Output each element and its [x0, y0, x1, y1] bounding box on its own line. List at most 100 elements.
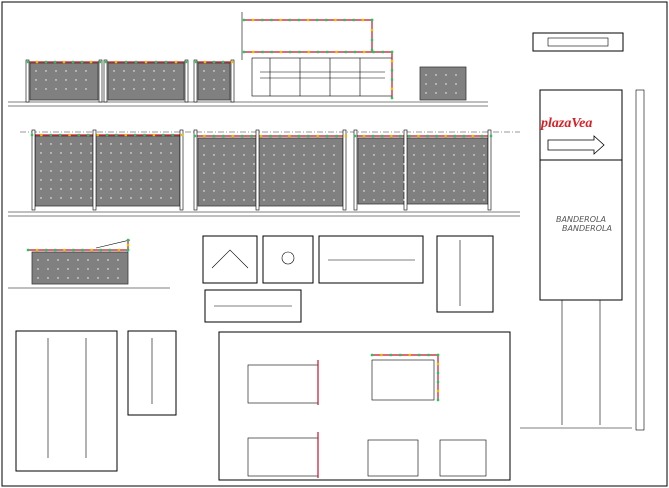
panel-dot — [40, 170, 42, 172]
panel-dot — [37, 259, 39, 261]
panel-dot — [90, 161, 92, 163]
truss-node — [390, 96, 394, 100]
panel-dot — [423, 163, 425, 165]
truss-node — [489, 134, 493, 138]
truss-node — [343, 18, 346, 22]
panel-dot — [263, 199, 265, 201]
panel-dot — [403, 181, 405, 183]
truss-node — [77, 133, 81, 137]
panel-dot — [303, 163, 305, 165]
detail-boxes — [202, 235, 494, 323]
panel-dot — [393, 190, 395, 192]
panel-dot — [47, 277, 49, 279]
panel-dot — [75, 88, 77, 90]
panel-dot — [363, 199, 365, 201]
notes-panel-2 — [127, 330, 177, 416]
panel-dot — [203, 79, 205, 81]
panel-dot — [263, 145, 265, 147]
panel-dot — [333, 199, 335, 201]
panel-dot — [173, 88, 175, 90]
panel-dot — [293, 190, 295, 192]
arrow-icon — [547, 135, 605, 155]
truss-node — [390, 78, 394, 81]
panel-dot — [85, 70, 87, 72]
panel-dot — [243, 181, 245, 183]
panel-dot — [313, 172, 315, 174]
truss-node — [230, 60, 234, 64]
truss-node — [390, 134, 393, 138]
panel-dot — [293, 181, 295, 183]
panel-dot — [50, 161, 52, 163]
panel-dot — [133, 70, 135, 72]
panel-dot — [57, 277, 59, 279]
truss-node — [436, 380, 440, 384]
panel-dot — [403, 163, 405, 165]
panel-dot — [150, 188, 152, 190]
panel-dot — [463, 172, 465, 174]
panel-dot — [453, 154, 455, 156]
panel-dot — [203, 145, 205, 147]
truss-node — [212, 60, 216, 64]
left-small-elevation — [8, 239, 170, 289]
panel-dot — [435, 92, 437, 94]
panel-dot — [283, 172, 285, 174]
panel-dot — [50, 188, 52, 190]
truss-node — [115, 133, 118, 137]
panel-dot — [80, 161, 82, 163]
notes-panels — [15, 330, 177, 472]
panel-dot — [170, 152, 172, 154]
panel-dot — [263, 181, 265, 183]
panel-dot — [50, 170, 52, 172]
panel-dot — [223, 199, 225, 201]
panel-dot — [35, 70, 37, 72]
panel-elevation-1 — [29, 62, 99, 101]
panel-dot — [45, 70, 47, 72]
truss-node — [221, 60, 225, 64]
truss-node — [26, 60, 30, 64]
panel-dot — [445, 74, 447, 76]
panel-dot — [443, 199, 445, 201]
panel-dot — [77, 268, 79, 270]
panel-dot — [65, 70, 67, 72]
panel-dot — [483, 181, 485, 183]
panel-dot — [453, 145, 455, 147]
panel-dot — [50, 152, 52, 154]
sign-side-elevation — [635, 89, 645, 431]
panel-dot — [150, 170, 152, 172]
truss-node — [35, 248, 39, 252]
panel-dot — [120, 161, 122, 163]
truss-node — [370, 18, 374, 22]
panel-dot — [243, 163, 245, 165]
truss-node — [184, 60, 188, 64]
truss-node — [408, 353, 411, 357]
truss-node — [427, 353, 430, 357]
panel-dot — [173, 70, 175, 72]
truss-node — [289, 50, 292, 54]
truss-node — [389, 353, 393, 357]
truss-node — [96, 133, 99, 137]
truss-node — [212, 134, 216, 138]
panel-dot — [140, 152, 142, 154]
truss-node — [335, 134, 338, 138]
panel-dot — [383, 190, 385, 192]
panel-dot — [433, 199, 435, 201]
panel-dot — [253, 145, 255, 147]
panel-dot — [120, 188, 122, 190]
panel-dot — [483, 199, 485, 201]
panel-dot — [90, 188, 92, 190]
panel-dot — [243, 154, 245, 156]
panel-dot — [160, 188, 162, 190]
panel-dot — [45, 88, 47, 90]
panel-dot — [333, 190, 335, 192]
panel-dot — [150, 197, 152, 199]
panel-dot — [55, 88, 57, 90]
panel-dot — [443, 145, 445, 147]
truss-node — [104, 60, 108, 64]
panel-dot — [223, 70, 225, 72]
truss-node — [372, 50, 375, 54]
panel-dot — [483, 145, 485, 147]
panel-dot — [57, 259, 59, 261]
truss-node — [390, 60, 394, 63]
truss-node — [316, 134, 319, 138]
truss-node — [231, 134, 234, 138]
